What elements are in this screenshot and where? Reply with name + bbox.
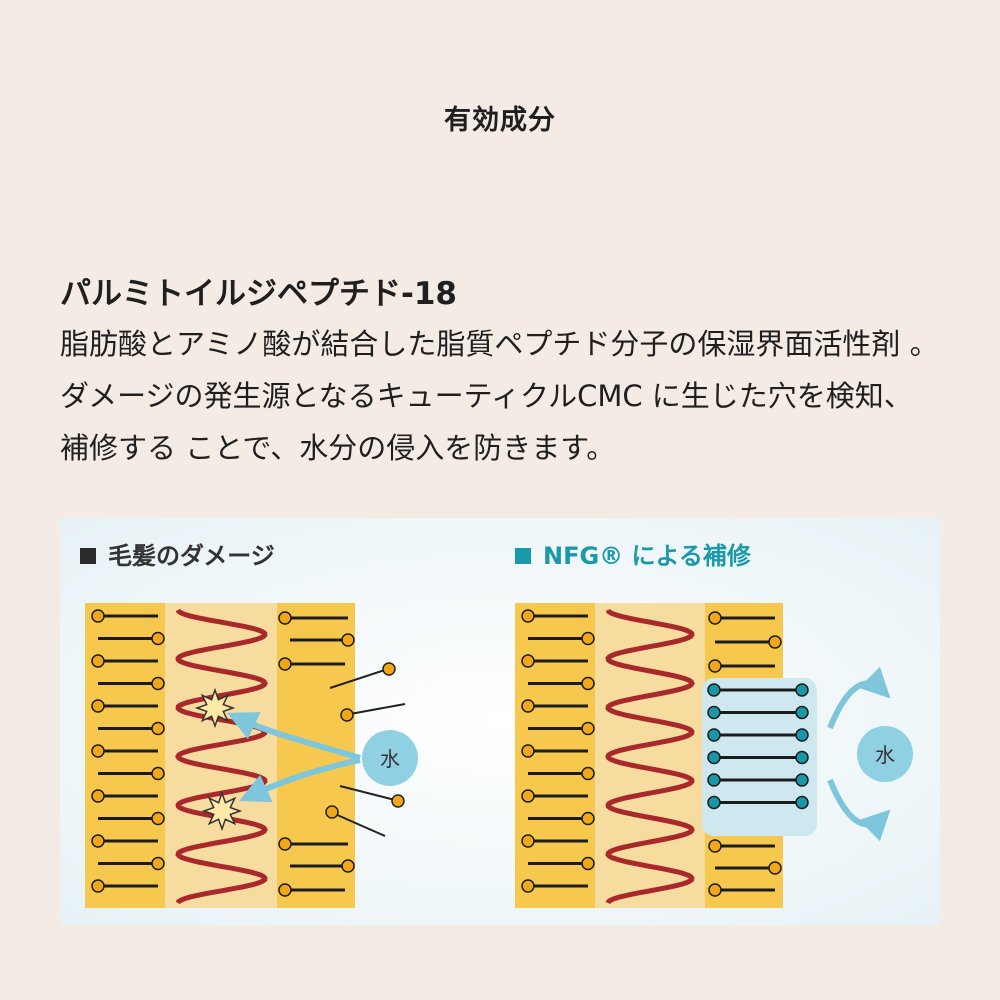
left-panel-title: 毛髪のダメージ bbox=[108, 542, 275, 570]
water-deflect-arrow-lower bbox=[827, 778, 891, 842]
right-panel: NFG® による補修 水 bbox=[515, 542, 913, 908]
water-label: 水 bbox=[875, 743, 895, 767]
lipid-chain bbox=[290, 859, 355, 873]
lipid-chain bbox=[278, 883, 345, 897]
nfg-head bbox=[795, 795, 809, 810]
water-arrow-lower bbox=[239, 757, 361, 803]
lipid-chain bbox=[98, 856, 165, 871]
lipid-chain bbox=[521, 699, 588, 713]
right-protein-helix bbox=[605, 608, 695, 905]
lipid-chain bbox=[278, 657, 345, 671]
lipid-chain bbox=[528, 766, 595, 781]
lipid-chain bbox=[521, 789, 588, 803]
lipid-chain bbox=[528, 856, 595, 871]
lipid-chain bbox=[91, 789, 158, 803]
lipid-chain bbox=[91, 834, 158, 848]
damaged-lipids bbox=[325, 662, 406, 837]
nfg-head bbox=[795, 750, 809, 765]
lipid-chain bbox=[708, 611, 775, 625]
lipid-chain bbox=[91, 879, 158, 893]
lipid-chain bbox=[98, 721, 165, 736]
lipid-chain bbox=[278, 837, 348, 851]
lipid-chain bbox=[521, 834, 588, 848]
water-drop-icon bbox=[362, 730, 418, 786]
lipid-chain bbox=[91, 744, 158, 758]
right-lipid-chains-outer bbox=[521, 609, 595, 893]
left-lipid-chains-outer bbox=[91, 609, 165, 893]
lipid-chain bbox=[521, 609, 588, 623]
damage-burst-icon bbox=[194, 687, 236, 729]
nfg-molecule bbox=[707, 683, 802, 697]
lipid-chain bbox=[528, 811, 595, 826]
nfg-molecule bbox=[707, 705, 802, 720]
lipid-chain bbox=[715, 635, 782, 649]
lipid-chain bbox=[98, 676, 165, 691]
section-title: 有効成分 bbox=[444, 105, 556, 136]
nfg-molecule bbox=[707, 728, 802, 742]
diagram-svg: 毛髪のダメージ 水 NFG® による補修 bbox=[60, 518, 940, 925]
nfg-head bbox=[795, 705, 809, 720]
lipid-chain bbox=[290, 633, 355, 647]
nfg-molecule bbox=[707, 750, 802, 765]
lipid-chain bbox=[278, 611, 348, 625]
nfg-molecule bbox=[707, 773, 802, 787]
water-deflect-arrow-upper bbox=[827, 666, 891, 730]
ingredient-description: 脂肪酸とアミノ酸が結合した脂質ペプチド分子の保湿界面活性剤 。ダメージの発生源と… bbox=[60, 327, 939, 465]
nfg-head bbox=[795, 773, 809, 787]
lipid-chain bbox=[98, 811, 165, 826]
left-protein-helix bbox=[175, 608, 268, 905]
left-panel-marker bbox=[80, 548, 96, 564]
damage-burst-icon bbox=[201, 790, 243, 832]
left-lipid-chains-inner bbox=[278, 611, 355, 897]
lipid-chain bbox=[91, 699, 158, 713]
lipid-chain bbox=[528, 676, 595, 691]
lipid-chain bbox=[708, 883, 775, 897]
lipid-chain bbox=[528, 721, 595, 736]
lipid-chain bbox=[521, 744, 588, 758]
nfg-head bbox=[795, 728, 809, 742]
repair-diagram: 毛髪のダメージ 水 NFG® による補修 bbox=[60, 518, 940, 925]
right-panel-marker bbox=[515, 548, 531, 564]
lipid-chain bbox=[708, 839, 775, 853]
lipid-chain bbox=[521, 879, 588, 893]
lipid-chain bbox=[98, 631, 165, 646]
right-panel-title: NFG® による補修 bbox=[543, 542, 752, 570]
lipid-chain bbox=[98, 766, 165, 781]
left-panel: 毛髪のダメージ 水 bbox=[80, 542, 418, 908]
water-label: 水 bbox=[380, 747, 400, 771]
lipid-chain bbox=[528, 631, 595, 646]
water-drop-icon bbox=[857, 726, 913, 782]
nfg-molecules bbox=[707, 683, 809, 810]
nfg-molecule bbox=[707, 795, 802, 810]
lipid-chain bbox=[521, 654, 588, 668]
lipid-chain bbox=[91, 654, 158, 668]
lipid-chain bbox=[715, 861, 782, 875]
right-lipid-chains-inner bbox=[708, 611, 782, 897]
water-arrow-upper bbox=[227, 712, 361, 761]
lipid-chain bbox=[91, 609, 158, 623]
lipid-chain bbox=[708, 659, 775, 673]
ingredient-name: パルミトイルジペプチド-18 bbox=[60, 276, 458, 312]
nfg-head bbox=[795, 683, 809, 697]
